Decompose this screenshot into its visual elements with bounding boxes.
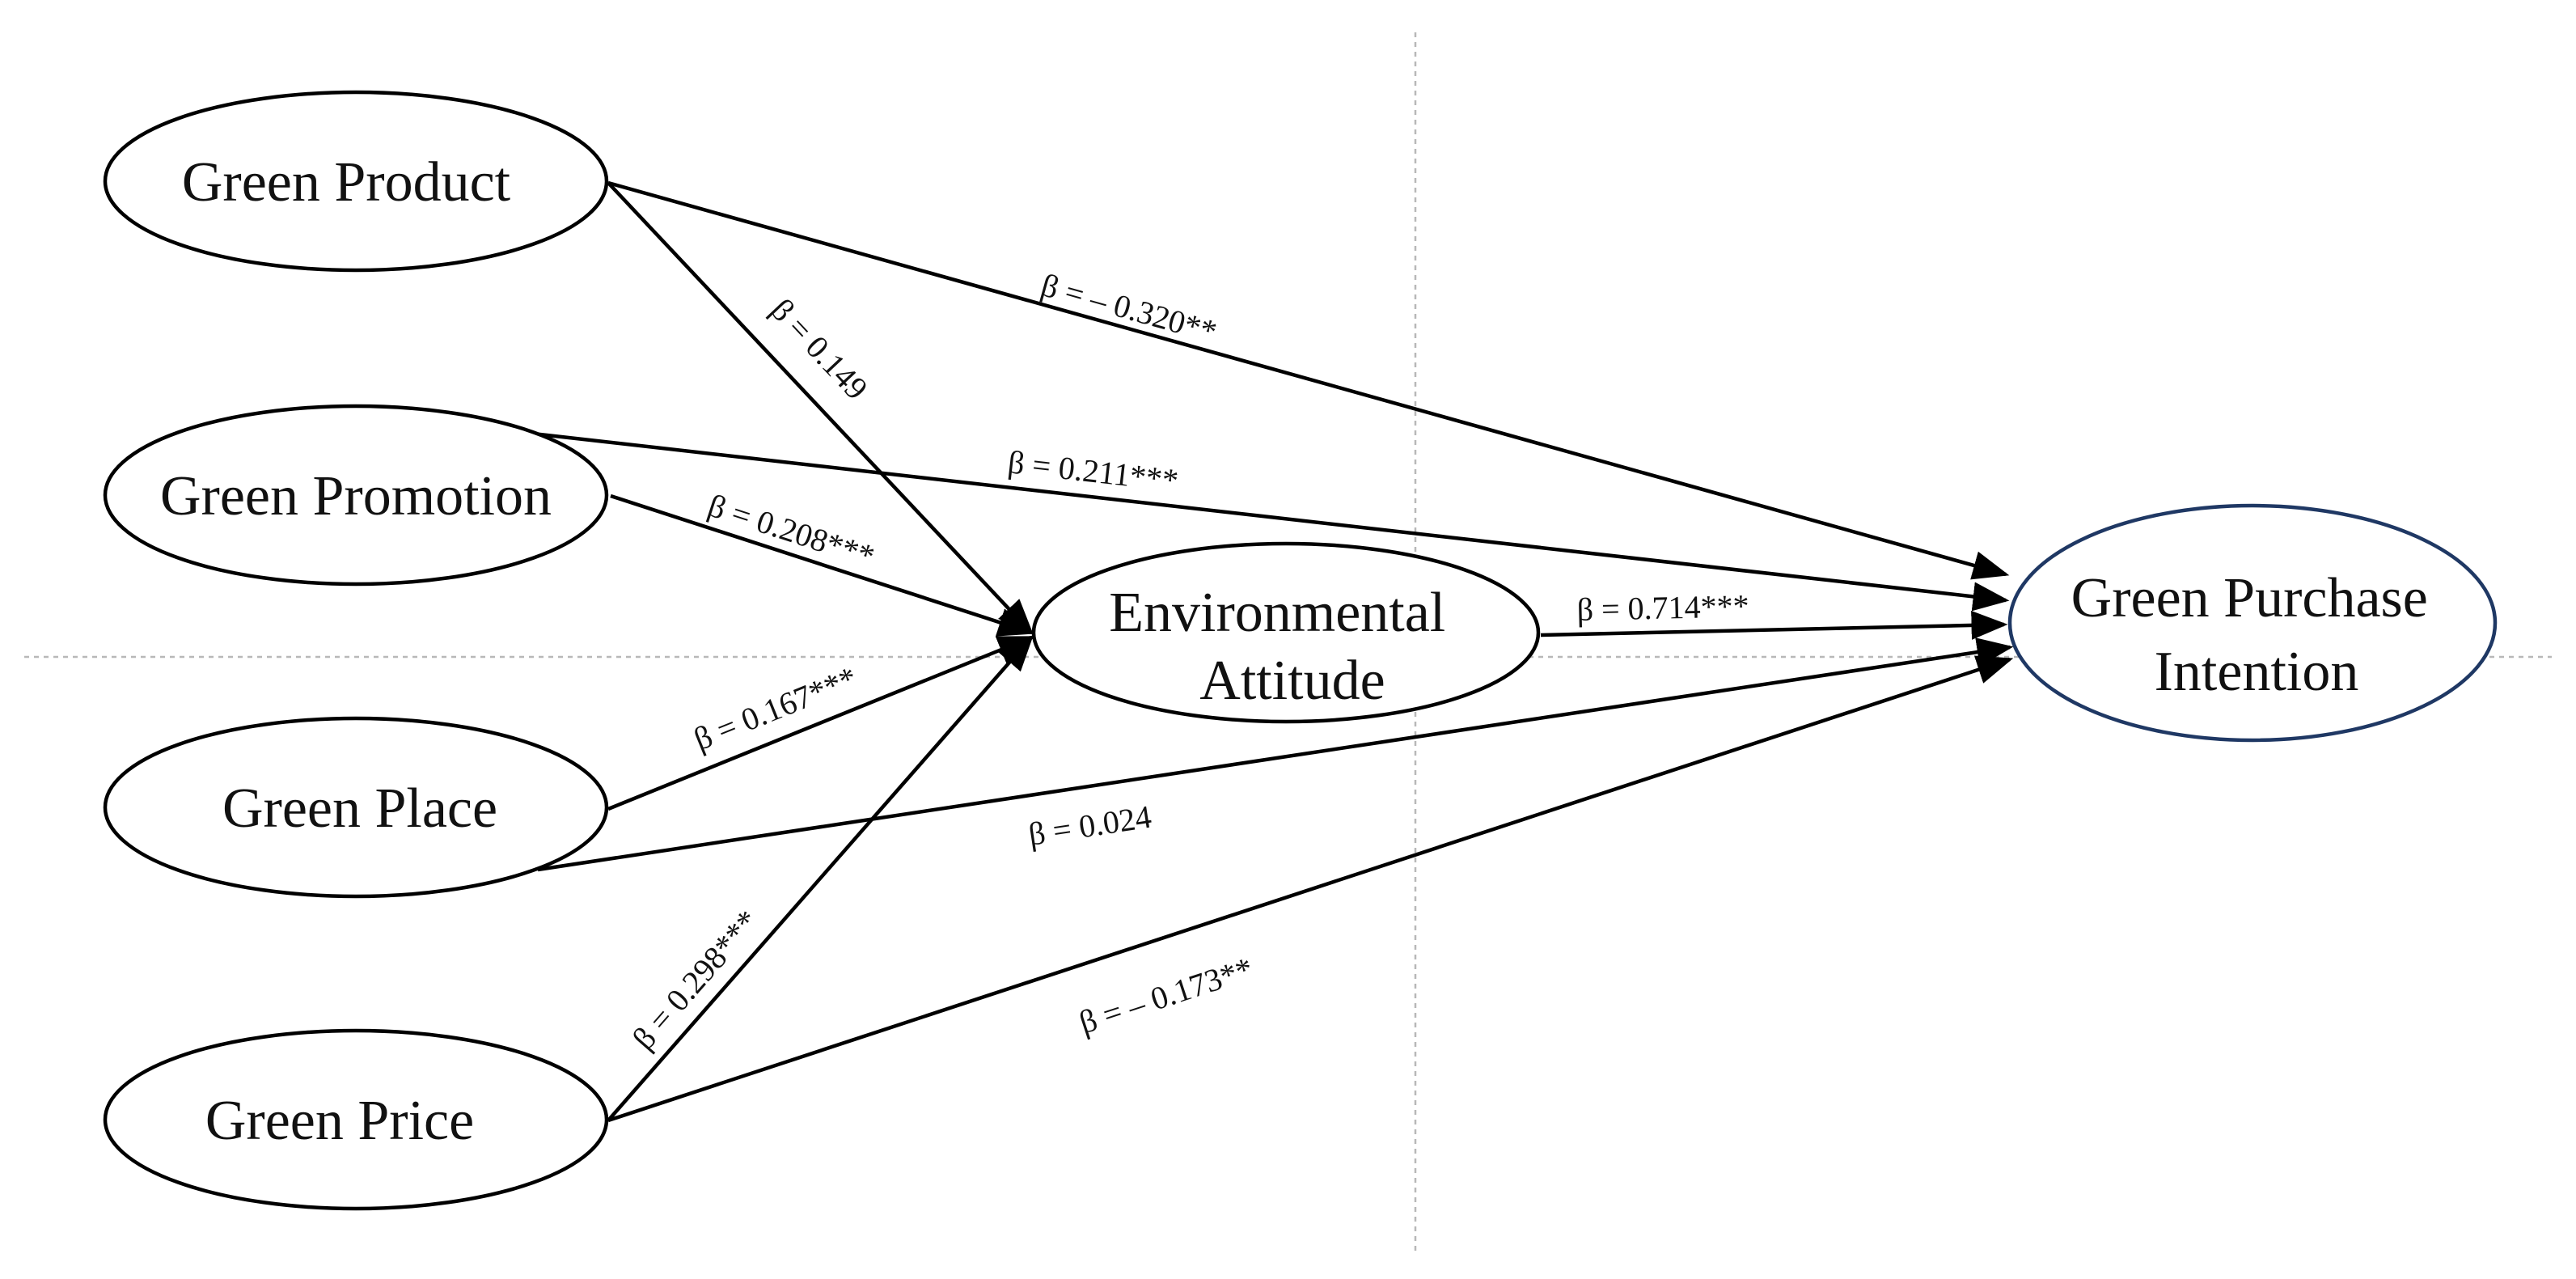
node-green-place-oval (103, 716, 609, 899)
node-green-product: Green Product (103, 90, 609, 273)
label-price-to-intention: β = – 0.173** (1075, 950, 1258, 1040)
arrow-promotion-to-attitude (610, 493, 1035, 637)
node-green-price-label: Green Price (205, 1090, 474, 1152)
label-place-to-intention: β = 0.024 (1026, 798, 1154, 853)
node-green-promotion-oval (103, 404, 609, 587)
label-product-to-intention: β = – 0.320** (1038, 266, 1221, 349)
node-green-purchase-intention: Green Purchase Intention (2007, 503, 2498, 743)
node-environmental-attitude-line-1: Environmental (1109, 582, 1445, 644)
label-promotion-to-attitude: β = 0.208*** (704, 487, 878, 575)
node-green-purchase-intention-line-1: Green Purchase (2071, 567, 2428, 629)
edges (525, 180, 2014, 1123)
node-green-promotion-label: Green Promotion (160, 465, 552, 527)
label-product-to-attitude: β = 0.149 (763, 291, 874, 406)
node-green-price-oval (103, 1028, 609, 1211)
node-environmental-attitude-oval (1031, 541, 1541, 724)
node-green-purchase-intention-label: Green Purchase Intention (2071, 567, 2443, 703)
arrow-price-to-attitude (607, 634, 1034, 1122)
arrow-price-to-intention (607, 655, 2014, 1123)
node-green-purchase-intention-oval (2007, 503, 2498, 743)
arrow-product-to-intention (607, 180, 2010, 580)
label-price-to-attitude: β = 0.298*** (625, 903, 766, 1057)
node-environmental-attitude-line-2: Attitude (1199, 650, 1385, 712)
arrow-attitude-to-intention (1540, 610, 2008, 640)
node-green-product-label: Green Product (182, 151, 511, 214)
arrow-promotion-to-intention (525, 430, 2010, 612)
node-green-purchase-intention-line-2: Intention (2155, 641, 2359, 703)
node-environmental-attitude-label: Environmental Attitude (1109, 582, 1460, 712)
arrow-place-to-attitude (607, 635, 1035, 811)
arrow-product-to-attitude (607, 181, 1034, 636)
node-green-promotion: Green Promotion (103, 404, 609, 587)
node-green-product-oval (103, 90, 609, 273)
node-green-price: Green Price (103, 1028, 609, 1211)
arrow-place-to-intention (537, 637, 2014, 872)
label-attitude-to-intention: β = 0.714*** (1576, 587, 1749, 628)
node-green-place: Green Place (103, 716, 609, 899)
node-green-place-label: Green Place (222, 777, 497, 840)
node-environmental-attitude: Environmental Attitude (1031, 541, 1541, 724)
